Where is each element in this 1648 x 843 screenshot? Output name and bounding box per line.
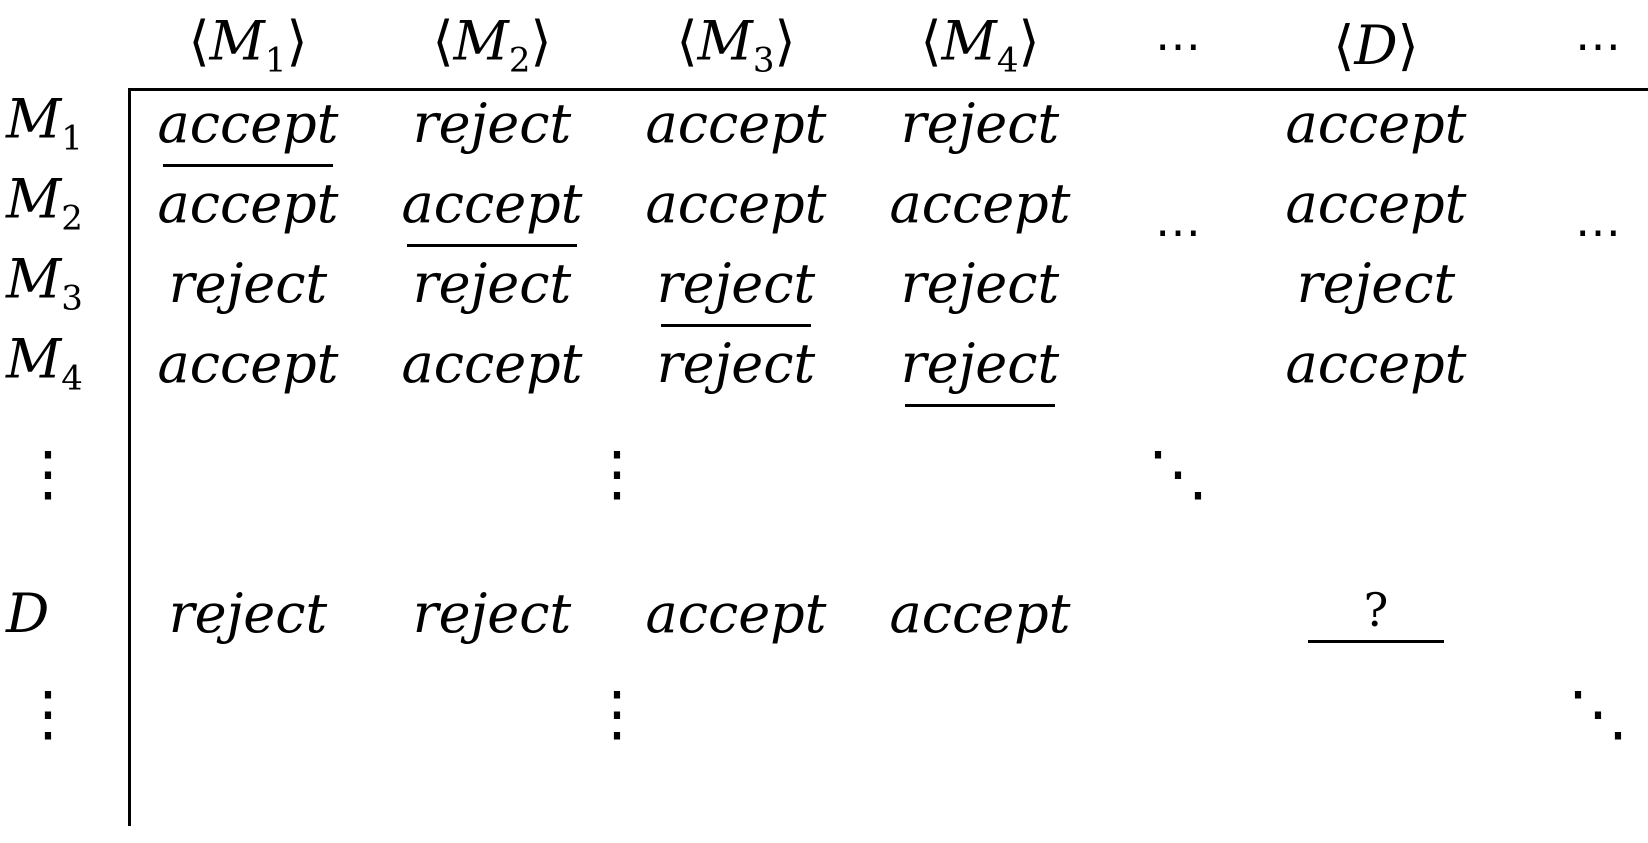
row-label-symbol: M xyxy=(6,87,62,151)
column-header-subscript: 3 xyxy=(752,40,775,81)
table-cell: reject xyxy=(900,92,1060,155)
row-label-symbol: M xyxy=(6,327,62,391)
row-label: M4 xyxy=(6,332,83,399)
column-header-label: D xyxy=(1354,14,1397,77)
row-label-subscript: 3 xyxy=(61,278,83,319)
diagonal-underline xyxy=(661,324,811,327)
row-label-subscript: 4 xyxy=(61,358,83,399)
table-cell: reject xyxy=(656,332,816,395)
table-cell: reject xyxy=(656,252,816,315)
left-angle-bracket: ⟨ xyxy=(1333,14,1355,77)
column-header-subscript: 4 xyxy=(996,40,1019,81)
table-cell: accept xyxy=(157,172,339,235)
row-label: D xyxy=(6,587,49,641)
right-angle-bracket: ⟩ xyxy=(286,9,308,73)
right-angle-bracket: ⟩ xyxy=(1397,14,1419,77)
column-header-label: M4 xyxy=(941,9,1019,78)
column-header: ⟨D⟩ xyxy=(1333,19,1418,73)
table-cell: reject xyxy=(1296,252,1456,315)
left-angle-bracket: ⟨ xyxy=(676,9,698,73)
diagonal-ddots: ⋱ xyxy=(1148,439,1208,509)
column-header-ellipsis: ⋯ xyxy=(1155,19,1201,73)
table-cell: reject xyxy=(412,582,572,645)
row-label-symbol: D xyxy=(6,582,50,645)
table-cell: accept xyxy=(157,92,339,155)
column-header: ⟨M1⟩ xyxy=(188,14,307,78)
diagonal-underline xyxy=(1308,640,1444,643)
column-vdots: ⋮ xyxy=(587,679,647,749)
column-header-subscript: 1 xyxy=(264,40,287,81)
table-cell: reject xyxy=(900,332,1060,395)
row-label-vdots: ⋮ xyxy=(18,679,78,749)
column-header: ⟨M4⟩ xyxy=(920,14,1039,78)
row-label: M3 xyxy=(6,252,83,319)
column-header-symbol: D xyxy=(1354,14,1398,77)
table-cell: accept xyxy=(1285,92,1467,155)
table-cell: accept xyxy=(401,172,583,235)
table-cell: accept xyxy=(645,172,827,235)
row-label-rule xyxy=(128,88,131,826)
diagonal-underline xyxy=(163,164,333,167)
table-cell: accept xyxy=(401,332,583,395)
table-cell: accept xyxy=(645,92,827,155)
table-cell: reject xyxy=(168,252,328,315)
left-angle-bracket: ⟨ xyxy=(188,9,210,73)
row-label-symbol: M xyxy=(6,167,62,231)
table-cell: accept xyxy=(645,582,827,645)
row-label-subscript: 2 xyxy=(61,198,83,239)
row-label-vdots: ⋮ xyxy=(18,439,78,509)
table-cell: reject xyxy=(900,252,1060,315)
column-header-symbol: M xyxy=(209,9,265,73)
column-header-label: M1 xyxy=(209,9,287,78)
header-rule xyxy=(128,88,1648,91)
row-ellipsis: ⋯ xyxy=(1155,205,1201,259)
column-header-ellipsis: ⋯ xyxy=(1575,19,1621,73)
column-header-subscript: 2 xyxy=(508,40,531,81)
column-vdots: ⋮ xyxy=(587,439,647,509)
table-cell: reject xyxy=(168,582,328,645)
table-cell: accept xyxy=(1285,332,1467,395)
row-label: M2 xyxy=(6,172,83,239)
column-header-symbol: M xyxy=(453,9,509,73)
column-header: ⟨M3⟩ xyxy=(676,14,795,78)
row-label-subscript: 1 xyxy=(61,118,83,159)
table-cell: accept xyxy=(889,582,1071,645)
column-header: ⟨M2⟩ xyxy=(432,14,551,78)
row-ellipsis: ⋯ xyxy=(1575,205,1621,259)
column-header-symbol: M xyxy=(697,9,753,73)
diagonal-ddots: ⋱ xyxy=(1568,679,1628,749)
left-angle-bracket: ⟨ xyxy=(432,9,454,73)
row-label-symbol: M xyxy=(6,247,62,311)
diagonal-underline xyxy=(407,244,577,247)
left-angle-bracket: ⟨ xyxy=(920,9,942,73)
table-cell: accept xyxy=(889,172,1071,235)
table-cell: reject xyxy=(412,92,572,155)
table-cell: ? xyxy=(1363,583,1389,637)
table-cell: accept xyxy=(1285,172,1467,235)
table-cell: accept xyxy=(157,332,339,395)
column-header-label: M3 xyxy=(697,9,775,78)
right-angle-bracket: ⟩ xyxy=(774,9,796,73)
column-header-label: M2 xyxy=(453,9,531,78)
row-label: M1 xyxy=(6,92,83,159)
column-header-symbol: M xyxy=(941,9,997,73)
diagonal-underline xyxy=(905,404,1055,407)
table-cell: reject xyxy=(412,252,572,315)
right-angle-bracket: ⟩ xyxy=(530,9,552,73)
right-angle-bracket: ⟩ xyxy=(1018,9,1040,73)
